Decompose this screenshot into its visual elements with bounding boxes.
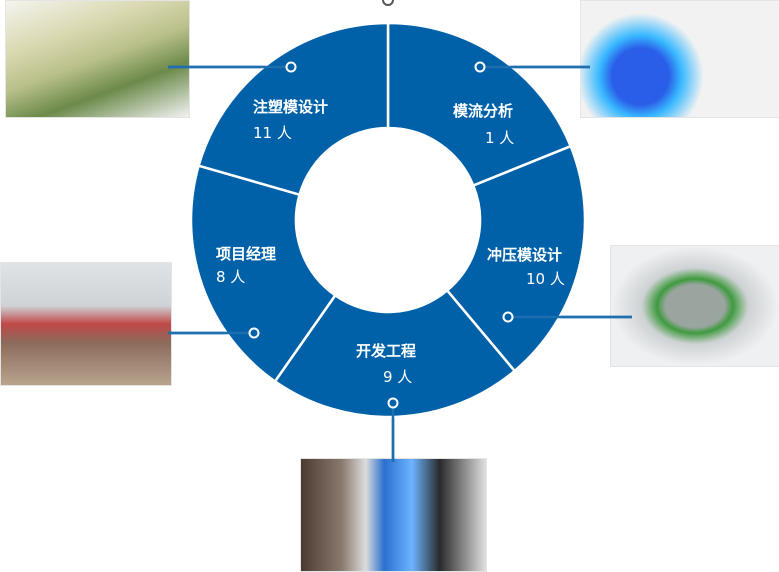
segment-label-injection-mold: 注塑模设计 xyxy=(253,98,329,116)
segment-stamping-die xyxy=(445,144,587,373)
segment-label-project-manager: 项目经理 xyxy=(216,245,277,263)
segment-count-mold-flow: 1 人 xyxy=(485,129,515,147)
segment-count-development-engineering: 9 人 xyxy=(383,368,413,386)
segment-label-stamping-die: 冲压模设计 xyxy=(487,246,563,264)
photo-mold-flow-simulation xyxy=(580,0,779,118)
segment-label-mold-flow: 模流分析 xyxy=(453,102,514,120)
segment-count-injection-mold: 11 人 xyxy=(253,124,292,142)
top-connector-dot xyxy=(382,0,394,6)
segment-count-project-manager: 8 人 xyxy=(216,268,246,286)
segment-development-engineering xyxy=(273,288,517,419)
connector-dot-project-manager xyxy=(248,327,260,339)
connector-dot-mold-flow xyxy=(474,61,486,73)
connector-dot-injection-mold xyxy=(285,61,297,73)
segment-mold-flow xyxy=(386,21,573,188)
segment-count-stamping-die: 10 人 xyxy=(526,270,565,288)
photo-stamping-die-model xyxy=(610,245,779,367)
segment-injection-mold xyxy=(197,21,390,197)
photo-project-team-meeting xyxy=(0,262,172,386)
connector-dot-stamping-die xyxy=(502,311,514,323)
connector-dot-development-engineering xyxy=(387,397,399,409)
segment-label-development-engineering: 开发工程 xyxy=(356,342,417,360)
photo-injection-mold-model xyxy=(5,0,190,118)
